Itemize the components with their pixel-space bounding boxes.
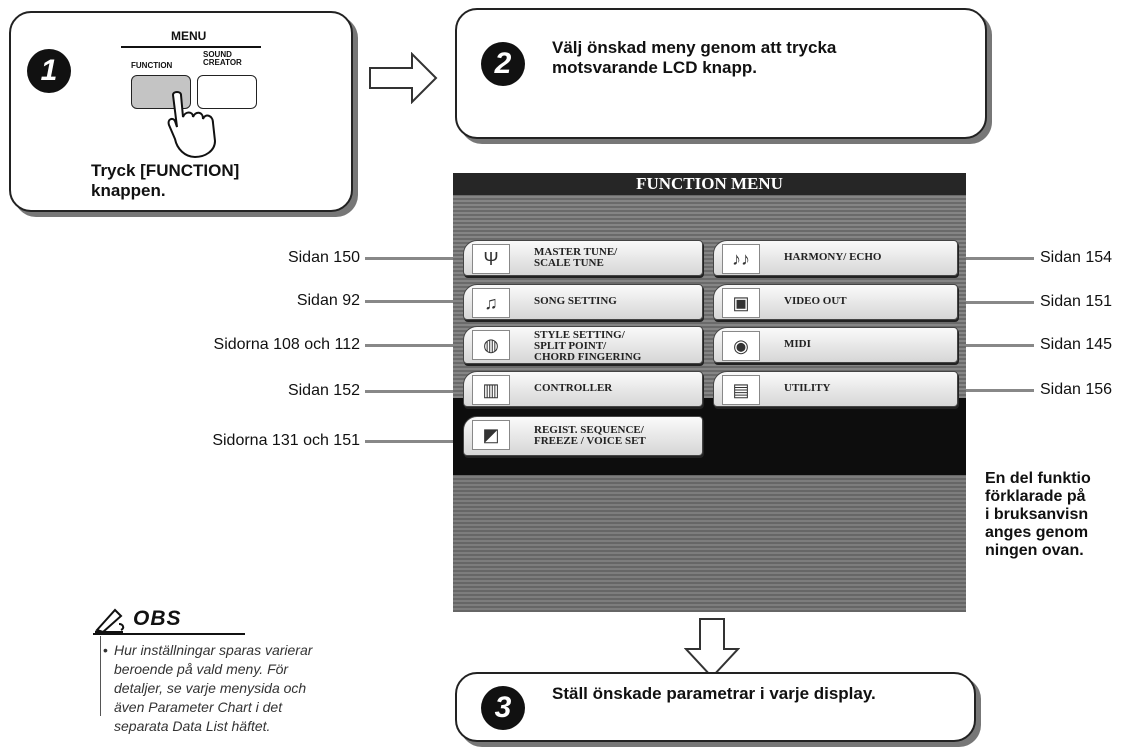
tuning-fork-icon: Ψ bbox=[472, 244, 510, 274]
leader-line bbox=[365, 344, 453, 347]
obs-rule bbox=[93, 633, 245, 635]
side-note-line: förklarade på bbox=[985, 488, 1086, 505]
menu-song-setting[interactable]: ♫ SONG SETTING bbox=[463, 284, 703, 320]
function-button[interactable] bbox=[131, 75, 191, 109]
obs-heading: OBS bbox=[133, 607, 182, 630]
leader-line bbox=[365, 300, 453, 303]
sound-creator-button[interactable] bbox=[197, 75, 257, 109]
leader-line bbox=[365, 257, 453, 260]
arrow-down-icon bbox=[684, 618, 740, 679]
drum-icon: ◍ bbox=[472, 330, 510, 360]
obs-bullet: • bbox=[103, 642, 108, 658]
step3-text: Ställ önskade parametrar i varje display… bbox=[552, 684, 876, 703]
pressing-hand-icon bbox=[167, 91, 217, 159]
menu-video-out-label: VIDEO OUT bbox=[784, 295, 847, 307]
side-note-line: anges genom bbox=[985, 524, 1089, 541]
page-ref-controller: Sidan 152 bbox=[287, 382, 360, 399]
page-ref-master-tune: Sidan 150 bbox=[287, 249, 360, 266]
leader-line bbox=[966, 389, 1034, 392]
side-note: En del funktio förklarade på i bruksanvi… bbox=[985, 470, 1133, 560]
menu-master-tune-label: MASTER TUNE/ SCALE TUNE bbox=[534, 246, 618, 269]
menu-controller-label: CONTROLLER bbox=[534, 382, 613, 394]
menu-utility[interactable]: ▤ UTILITY bbox=[713, 371, 958, 407]
lcd-title: FUNCTION MENU bbox=[453, 173, 966, 195]
pencil-note-icon bbox=[95, 608, 125, 634]
page-ref-regist-sequence: Sidorna 131 och 151 bbox=[212, 432, 360, 449]
double-note-icon: ♪♪ bbox=[722, 244, 760, 274]
menu-label: MENU bbox=[171, 29, 207, 43]
monitor-icon: ▣ bbox=[722, 288, 760, 318]
page-ref-style-setting: Sidorna 108 och 112 bbox=[213, 336, 360, 353]
step2-callout: 2 Välj önskad meny genom att trycka mots… bbox=[455, 8, 987, 139]
arrow-right-icon bbox=[369, 52, 438, 104]
side-note-line: i bruksanvisn bbox=[985, 506, 1089, 523]
step3-callout: 3 Ställ önskade parametrar i varje displ… bbox=[455, 672, 976, 742]
page-ref-midi: Sidan 145 bbox=[1040, 336, 1113, 353]
step2-text: Välj önskad meny genom att trycka motsva… bbox=[552, 38, 837, 77]
side-note-line: En del funktio bbox=[985, 470, 1091, 487]
page-ref-song-setting: Sidan 92 bbox=[296, 292, 360, 309]
menu-style-setting[interactable]: ◍ STYLE SETTING/ SPLIT POINT/ CHORD FING… bbox=[463, 326, 703, 364]
menu-underline bbox=[121, 46, 261, 48]
leader-line bbox=[966, 344, 1034, 347]
menu-song-setting-label: SONG SETTING bbox=[534, 295, 617, 307]
midi-icon: ◉ bbox=[722, 331, 760, 361]
leader-line bbox=[365, 440, 453, 443]
page-ref-utility: Sidan 156 bbox=[1040, 381, 1113, 398]
function-menu-lcd: FUNCTION MENU Ψ MASTER TUNE/ SCALE TUNE … bbox=[453, 173, 966, 612]
step3-number-badge: 3 bbox=[481, 686, 525, 730]
step1-callout: 1 MENU FUNCTION SOUND CREATOR Tryck [FUN… bbox=[9, 11, 353, 212]
menu-harmony-echo-label: HARMONY/ ECHO bbox=[784, 251, 882, 263]
menu-controller[interactable]: ▥ CONTROLLER bbox=[463, 371, 703, 407]
side-note-line: ningen ovan. bbox=[985, 542, 1084, 559]
menu-regist-sequence-label: REGIST. SEQUENCE/ FREEZE / VOICE SET bbox=[534, 424, 646, 447]
menu-master-tune[interactable]: Ψ MASTER TUNE/ SCALE TUNE bbox=[463, 240, 703, 276]
menu-midi-label: MIDI bbox=[784, 338, 811, 350]
menu-video-out[interactable]: ▣ VIDEO OUT bbox=[713, 284, 958, 320]
keyboard-icon: ▤ bbox=[722, 375, 760, 405]
sound-creator-label: SOUND CREATOR bbox=[203, 50, 242, 67]
page-ref-video-out: Sidan 151 bbox=[1040, 293, 1113, 310]
function-label: FUNCTION bbox=[131, 61, 173, 70]
menu-midi[interactable]: ◉ MIDI bbox=[713, 327, 958, 363]
pedal-icon: ▥ bbox=[472, 375, 510, 405]
step1-number-badge: 1 bbox=[27, 49, 71, 93]
obs-text: Hur inställningar sparas varierar beroen… bbox=[114, 642, 313, 734]
page-ref-harmony-echo: Sidan 154 bbox=[1040, 249, 1113, 266]
music-note-icon: ♫ bbox=[472, 288, 510, 318]
menu-utility-label: UTILITY bbox=[784, 382, 831, 394]
leader-line bbox=[365, 390, 453, 393]
step1-text: Tryck [FUNCTION] knappen. bbox=[91, 161, 240, 200]
obs-side-rule bbox=[100, 636, 101, 716]
menu-style-setting-label: STYLE SETTING/ SPLIT POINT/ CHORD FINGER… bbox=[534, 329, 642, 363]
leader-line bbox=[966, 301, 1034, 304]
leader-line bbox=[966, 257, 1034, 260]
menu-regist-sequence[interactable]: ◩ REGIST. SEQUENCE/ FREEZE / VOICE SET bbox=[463, 416, 703, 456]
registration-icon: ◩ bbox=[472, 420, 510, 450]
menu-harmony-echo[interactable]: ♪♪ HARMONY/ ECHO bbox=[713, 240, 958, 276]
step2-number-badge: 2 bbox=[481, 42, 525, 86]
lcd-bottom-area bbox=[453, 475, 966, 612]
